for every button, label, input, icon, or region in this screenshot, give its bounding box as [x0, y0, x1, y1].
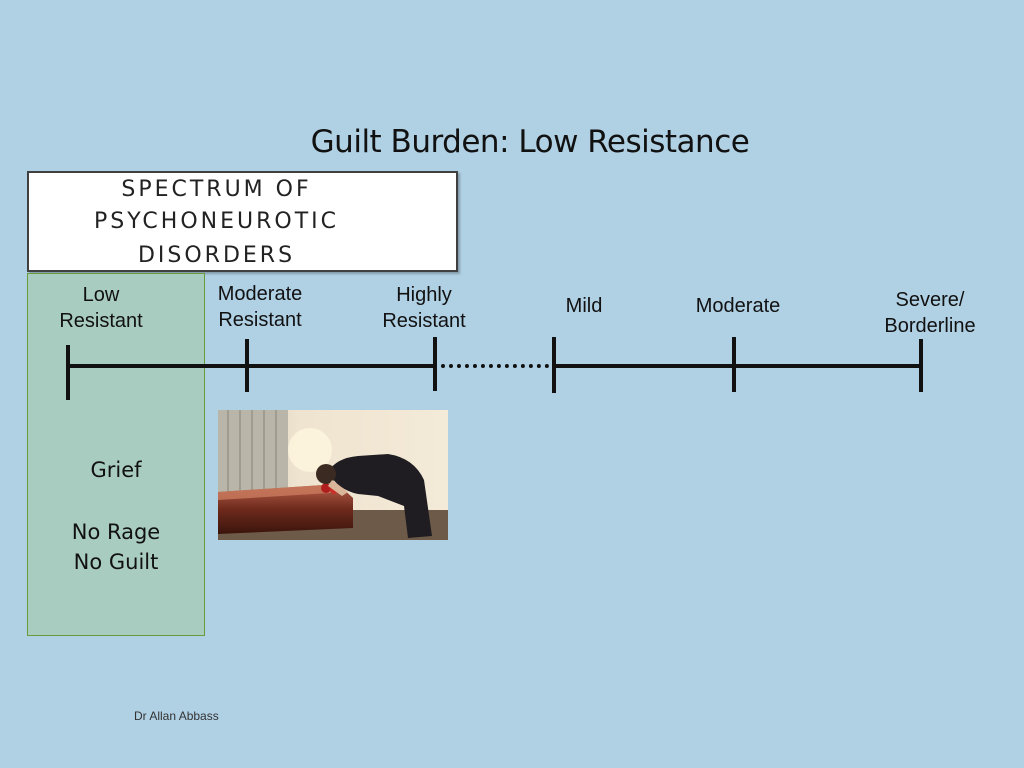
grieving-man-photo — [218, 410, 448, 540]
spectrum-line-2: PSYCHONEUROTIC — [93, 209, 340, 234]
scale-line-resistance — [67, 364, 435, 368]
grief-text: Grief — [90, 458, 142, 482]
tick-moderate — [732, 337, 736, 392]
tick-highly-resistant — [433, 337, 437, 391]
label-low-resistant: Low Resistant — [59, 284, 143, 332]
spectrum-line-3: DISORDERS — [137, 243, 296, 268]
label-highly-resistant: Highly Resistant — [382, 284, 466, 332]
scale-dotted-gap — [441, 364, 549, 368]
label-moderate: Moderate — [695, 295, 781, 317]
author-credit: Dr Allan Abbass — [134, 709, 219, 723]
spectrum-line-1: SPECTRUM OF — [121, 177, 312, 202]
label-moderate-resistant: Moderate Resistant — [217, 283, 303, 331]
no-guilt-text: No Guilt — [73, 550, 159, 574]
label-mild: Mild — [565, 295, 603, 317]
label-severe-borderline: Severe/ Borderline — [884, 289, 976, 337]
spectrum-title-box: SPECTRUM OF PSYCHONEUROTIC DISORDERS — [27, 171, 458, 272]
tick-mild — [552, 337, 556, 393]
slide-title: Guilt Burden: Low Resistance — [310, 124, 750, 160]
no-rage-text: No Rage — [71, 520, 161, 544]
tick-moderate-resistant — [245, 339, 249, 392]
tick-severe — [919, 339, 923, 392]
low-resistance-highlight-panel — [27, 273, 205, 636]
scale-line-severity — [553, 364, 923, 368]
tick-low-resistant — [66, 345, 70, 400]
